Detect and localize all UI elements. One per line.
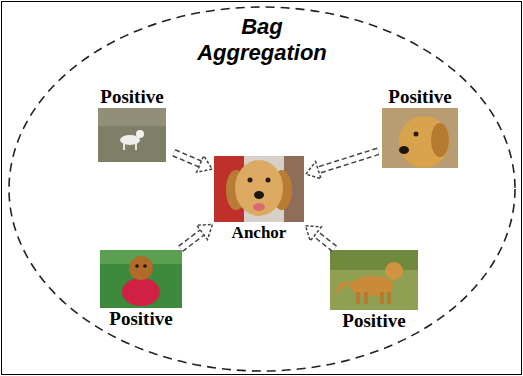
dog-photo [330,250,418,310]
image-node: Positive [92,86,172,162]
dog-leg [387,292,391,304]
arrow-head [197,225,213,240]
photo-ground [382,108,458,168]
dog-photo [98,108,166,162]
dashed-arrow [174,153,212,172]
arrow-shaft [181,232,202,248]
diagram-title: Bag Aggregation [187,14,337,66]
photo-area [330,250,418,310]
dog-tail [338,284,350,292]
node-label: Anchor [232,222,287,244]
dog-eye [266,178,271,183]
dashed-arrow [181,225,213,249]
dog-leg [135,143,137,150]
dog-head [129,256,153,280]
label-group: Anchor [232,222,287,244]
node-label: Positive [342,310,405,332]
arrow-shaft [318,151,378,170]
dog-leg [123,143,125,150]
arrow-shaft [174,153,200,164]
photo-ground [98,108,166,126]
photo-area [382,108,458,168]
dog-eye [143,264,147,268]
dog-nose [399,146,409,154]
arrow-shaft [181,232,202,248]
dog-head [385,262,403,280]
arrow-shaft [316,234,335,249]
dashed-arrow [306,151,378,179]
dog-eye [414,132,419,137]
dog-ear [431,123,449,157]
arrow-head [197,156,212,173]
dog-head [136,130,144,138]
photo-area [98,108,166,162]
label-group: Positive [100,86,163,108]
node-label: Positive [388,86,451,108]
image-node: Positive [100,250,182,330]
dog-leg [356,292,360,304]
node-label: Positive [109,308,172,330]
dog-photo [100,250,182,308]
image-node: Positive [330,250,418,332]
dog-head [399,116,449,168]
arrow-head [306,162,321,179]
arrow-shaft [174,153,200,164]
dog-eye [248,178,253,183]
dog-head [235,160,283,216]
photo-area [214,156,304,222]
dog-leg [380,292,384,304]
image-node: Anchor [214,156,304,244]
image-node: Positive [380,86,460,168]
label-group: Positive [109,308,172,330]
photo-ground [100,250,182,308]
dog-leg [364,292,368,304]
dog-dress [122,278,160,306]
photo-ground [330,250,418,310]
arrow-head [306,226,322,241]
label-group: Positive [342,310,405,332]
arrow-shaft [318,151,378,170]
ellipse-outline [9,7,515,371]
dog-eye [135,264,139,268]
photo-ground [330,250,418,270]
photo-area [100,250,182,308]
dog-tongue [253,203,265,211]
arrow-shaft [316,234,335,249]
photo-ground [214,156,304,222]
photo-ground [98,108,166,162]
bag-ellipse: Bag AggregationPositivePositiveAnchorPos… [8,6,516,372]
dog-nose [254,191,264,199]
dog-photo [382,108,458,168]
node-label: Positive [100,86,163,108]
label-group: Positive [388,86,451,108]
dashed-arrow [306,226,335,249]
dog-photo [214,156,304,222]
